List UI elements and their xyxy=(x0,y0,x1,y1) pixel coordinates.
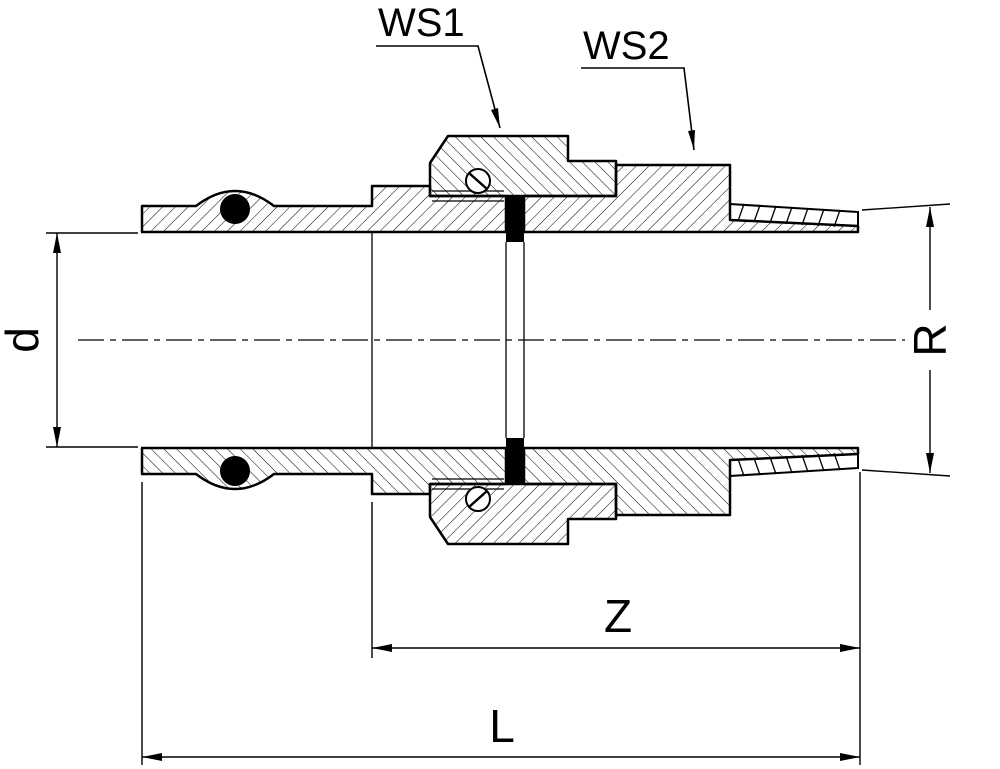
dimension-r: R xyxy=(861,203,956,477)
lower-half-section-mirror xyxy=(140,338,860,546)
ws1-leader-arrow xyxy=(491,108,500,128)
r-extension-bottom xyxy=(861,469,951,477)
nut-thread-lines xyxy=(432,190,504,202)
r-arrow-top xyxy=(926,207,934,227)
thread-crest-line xyxy=(729,203,859,213)
dimension-l: L xyxy=(141,482,860,765)
nut-slot-indicator xyxy=(465,168,491,194)
z-arrow-right xyxy=(840,644,860,652)
ws1-leader-line xyxy=(376,45,501,129)
l-arrow-left xyxy=(142,753,162,761)
r-label: R xyxy=(904,323,956,356)
callout-ws1: WS1 xyxy=(376,1,501,129)
d-arrow-top xyxy=(53,233,61,253)
dimension-d: d xyxy=(0,232,138,448)
l-label: L xyxy=(489,700,515,752)
ws2-leader-line xyxy=(581,67,695,151)
seal-gasket xyxy=(506,196,524,242)
o-ring-seal xyxy=(220,194,250,224)
ws1-label: WS1 xyxy=(378,1,465,45)
l-arrow-right xyxy=(840,753,860,761)
z-label: Z xyxy=(604,590,632,642)
d-label: d xyxy=(0,327,48,353)
ws2-leader-arrow xyxy=(688,130,695,150)
callout-ws2: WS2 xyxy=(581,24,695,151)
male-adapter-section xyxy=(522,163,860,234)
union-nut-section xyxy=(428,134,618,198)
upper-half-section xyxy=(140,134,860,340)
dimension-z: Z xyxy=(371,472,861,765)
z-arrow-left xyxy=(372,644,392,652)
thread-flank-lines xyxy=(737,203,841,228)
r-extension-top xyxy=(861,203,951,211)
ws2-label: WS2 xyxy=(583,24,670,68)
d-arrow-bottom xyxy=(53,427,61,447)
r-arrow-bottom xyxy=(926,453,934,473)
